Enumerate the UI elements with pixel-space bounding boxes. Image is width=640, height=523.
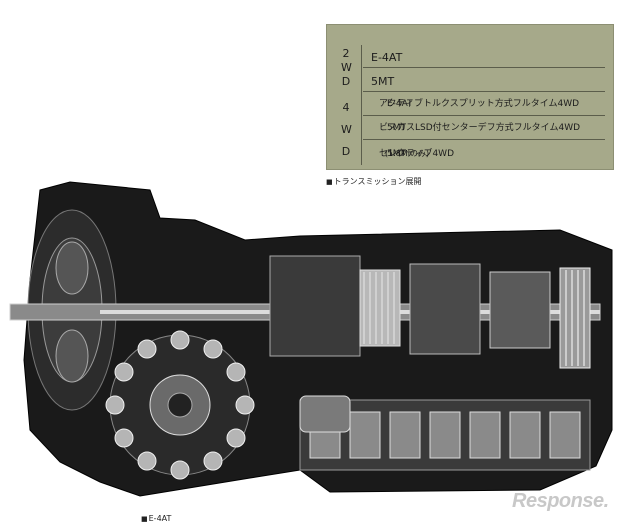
- transmission-cutaway-illustration: [9, 181, 613, 497]
- spec-row-text: ビスカスLSD付センターデフ方式フルタイム4WD: [379, 123, 581, 133]
- group-4wd-char-2: W: [341, 123, 352, 136]
- spec-row-text: E-4AT: [371, 51, 403, 64]
- group-2wd-char-1: 2: [342, 47, 350, 60]
- group-2wd-char-3: D: [341, 75, 351, 88]
- spec-row-value: 5MT: [387, 149, 406, 159]
- group-label-4wd: 4 W D: [341, 101, 352, 159]
- table-divider: [361, 45, 362, 165]
- group-label-2wd: 2 W D: [341, 47, 352, 89]
- transmission-spec-table: 2 W D 4 W D E-4AT 5MT アクティブトルクスプリット方式フルタ…: [326, 24, 614, 170]
- spec-row-value: E-4AT: [387, 99, 413, 109]
- group-4wd-char-3: D: [341, 145, 351, 158]
- spec-row-note: (1.8Miのみ): [385, 149, 430, 158]
- caption-figure: E-4AT: [141, 514, 172, 523]
- spec-row-value: 5MT: [387, 123, 406, 133]
- spec-row-2wd-mt: 5MT: [363, 67, 605, 92]
- spec-row-text: セレクティブ4WD: [379, 149, 455, 159]
- spec-row-2wd-at: E-4AT: [363, 45, 605, 68]
- group-2wd-char-2: W: [341, 61, 352, 74]
- group-4wd-char-1: 4: [342, 101, 350, 114]
- response-watermark-logo: Response.: [512, 490, 609, 512]
- spec-row-text: アクティブトルクスプリット方式フルタイム4WD: [379, 99, 580, 109]
- spec-row-text: 5MT: [371, 75, 395, 88]
- caption-lineup: トランスミッション展開: [326, 176, 422, 187]
